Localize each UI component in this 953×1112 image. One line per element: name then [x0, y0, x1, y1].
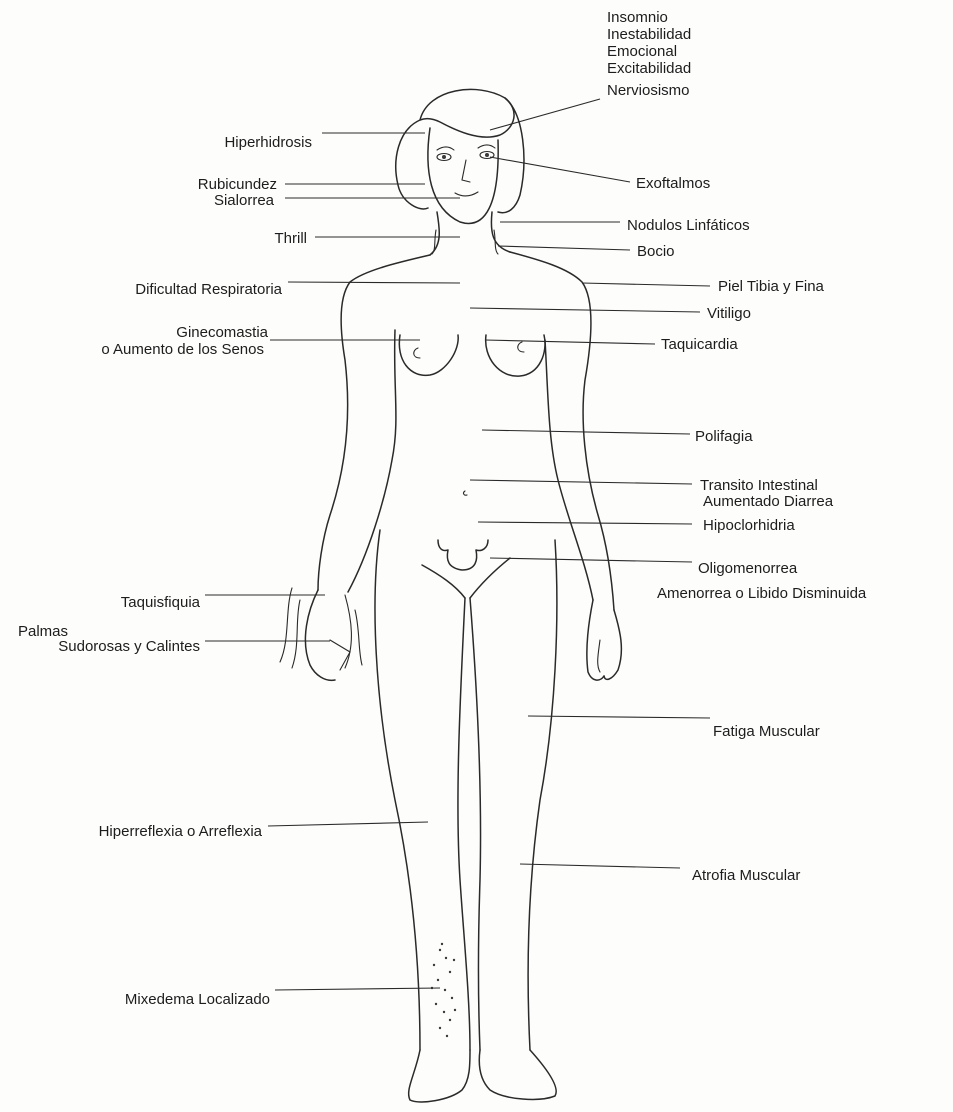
label-ginecomastia: Ginecomastia: [176, 324, 268, 341]
label-thrill: Thrill: [275, 230, 308, 247]
label-polifagia: Polifagia: [695, 428, 753, 445]
label-nerviosismo: Nerviosismo: [607, 82, 690, 99]
label-bocio: Bocio: [637, 243, 675, 260]
label-taquisfiquia: Taquisfiquia: [121, 594, 201, 611]
label-inestabilidad: Inestabilidad: [607, 26, 691, 43]
label-taquicardia: Taquicardia: [661, 336, 738, 353]
label-sudorosas: Sudorosas y Calintes: [58, 638, 200, 655]
label-hipoclorhidria: Hipoclorhidria: [703, 517, 795, 534]
label-dificultad: Dificultad Respiratoria: [135, 281, 282, 298]
label-piel: Piel Tibia y Fina: [718, 278, 825, 295]
label-nodulos: Nodulos Linfáticos: [627, 217, 750, 234]
human-figure: [280, 89, 621, 1102]
label-atrofia: Atrofia Muscular: [692, 867, 800, 884]
label-insomnio: Insomnio: [607, 9, 668, 26]
label-amenorrea: Amenorrea o Libido Disminuida: [657, 585, 867, 602]
label-aumento-senos: o Aumento de los Senos: [101, 341, 264, 358]
label-vitiligo: Vitiligo: [707, 305, 751, 322]
label-exoftalmos: Exoftalmos: [636, 175, 710, 192]
label-excitabilidad: Excitabilidad: [607, 60, 691, 77]
label-sialorrea: Sialorrea: [214, 192, 275, 209]
label-hiperreflexia: Hiperreflexia o Arreflexia: [99, 823, 263, 840]
labels: Insomnio Inestabilidad Emocional Excitab…: [18, 9, 867, 1008]
label-hiperhidrosis: Hiperhidrosis: [224, 134, 312, 151]
label-fatiga: Fatiga Muscular: [713, 723, 820, 740]
label-emocional: Emocional: [607, 43, 677, 60]
label-transito: Transito Intestinal: [700, 477, 818, 494]
label-mixedema: Mixedema Localizado: [125, 991, 270, 1008]
label-oligomenorrea: Oligomenorrea: [698, 560, 798, 577]
label-rubicundez: Rubicundez: [198, 176, 277, 193]
label-aumentado: Aumentado Diarrea: [703, 493, 834, 510]
mixedema-dots: [431, 943, 456, 1037]
